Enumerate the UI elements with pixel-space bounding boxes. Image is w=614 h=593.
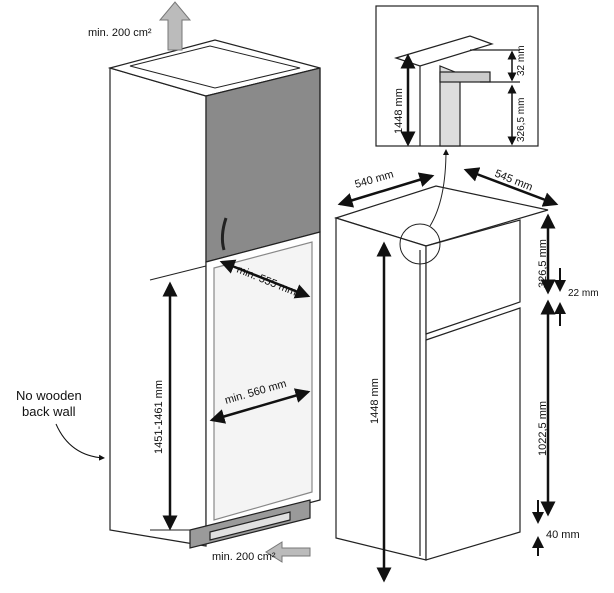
- cabinet: [107, 39, 321, 549]
- fridge-depth-label: 545 mm: [493, 168, 534, 194]
- cabinet-top-opening: [129, 45, 301, 89]
- top-vent-arrow: [158, 1, 192, 51]
- fridge-front-main: [425, 307, 521, 561]
- fridge: [334, 185, 549, 561]
- niche-height-label: 1451-1461 mm: [153, 380, 165, 454]
- niche-inner: [213, 241, 313, 521]
- note-pointer: [55, 423, 105, 461]
- gap-label: 22 mm: [568, 288, 599, 299]
- note-line-2: back wall: [22, 404, 76, 419]
- bottom-label: 40 mm: [546, 529, 580, 541]
- width-dimension-line: [209, 388, 311, 424]
- fridge-height-label: 1448 mm: [369, 378, 381, 424]
- fridge-width-label: 540 mm: [354, 168, 396, 190]
- note-line-1: No wooden: [16, 388, 82, 403]
- fridge-compartment-label: 1022,5 mm: [537, 401, 549, 456]
- fridge-depth-line: [463, 167, 559, 207]
- detail-top-label: 32 mm: [516, 45, 527, 76]
- detail-height-label: 1448 mm: [393, 88, 405, 134]
- cabinet-side-panel: [109, 67, 207, 547]
- freezer-height-label: 326,5 mm: [537, 239, 549, 288]
- detail-callout-circle: [399, 223, 441, 265]
- bottom-vent-arrow: [265, 541, 311, 563]
- plinth-vent: [209, 511, 291, 541]
- fridge-width-line: [337, 172, 435, 208]
- bottom-vent-label: min. 200 cm²: [212, 551, 276, 563]
- fridge-side: [335, 217, 427, 561]
- depth-dimension-line: [219, 259, 311, 299]
- top-vent-label: min. 200 cm²: [88, 27, 152, 39]
- door-handle: [220, 217, 228, 251]
- detail-lower-label: 326,5 mm: [516, 98, 527, 142]
- fridge-front-freezer: [425, 219, 521, 335]
